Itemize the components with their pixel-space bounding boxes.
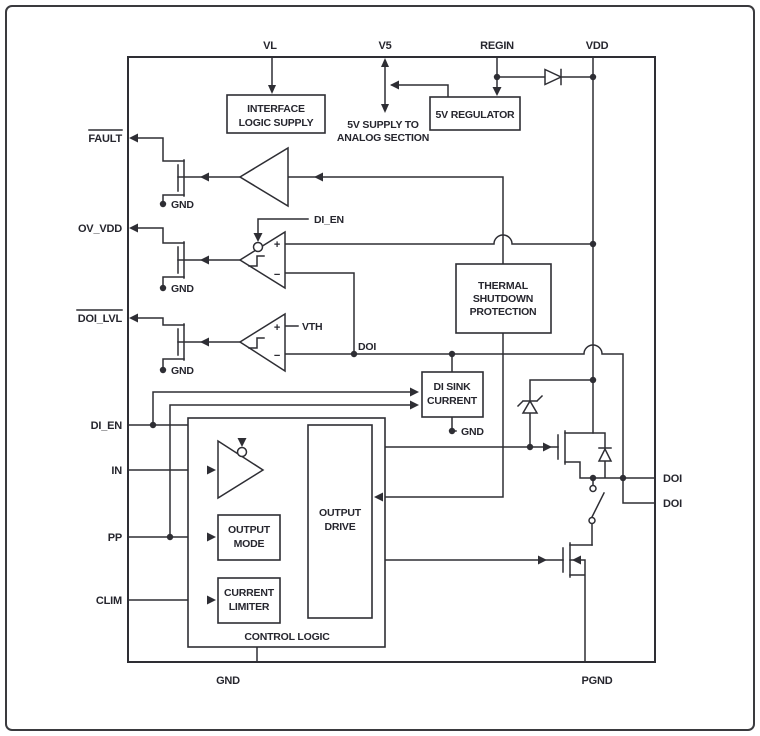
output-mode-label-1: OUTPUT bbox=[228, 524, 271, 536]
pin-label-fault: FAULT bbox=[88, 133, 122, 145]
di-sink-label-1: DI SINK bbox=[433, 381, 471, 393]
current-limiter-label-1: CURRENT bbox=[224, 587, 275, 599]
buffer-icon bbox=[238, 146, 289, 208]
mosfet-fault-icon bbox=[177, 159, 185, 197]
net-label-gnd-2: GND bbox=[171, 283, 194, 295]
di-sink-label-2: CURRENT bbox=[427, 395, 478, 407]
output-mode-label-2: MODE bbox=[234, 538, 265, 550]
doi-comp-plus: + bbox=[274, 322, 280, 334]
thermal-shutdown-block bbox=[455, 263, 552, 334]
ov-comp-minus: − bbox=[274, 269, 280, 281]
regulator-label: 5V REGULATOR bbox=[436, 109, 516, 121]
net-label-gnd-4: GND bbox=[461, 426, 484, 438]
mosfet-highside-icon bbox=[557, 430, 613, 465]
net-label-gnd-1: GND bbox=[171, 199, 194, 211]
thermal-label-2: SHUTDOWN bbox=[473, 293, 533, 305]
pin-label-doi-1: DOI bbox=[663, 473, 682, 485]
interface-logic-supply-block bbox=[226, 94, 326, 134]
interface-logic-supply-label-2: LOGIC SUPPLY bbox=[239, 117, 314, 129]
pin-label-v5: V5 bbox=[378, 40, 391, 52]
arrowheads bbox=[129, 58, 581, 605]
regulator-5v-block bbox=[429, 96, 521, 131]
diode-icon bbox=[544, 68, 563, 86]
pin-label-di-en: DI_EN bbox=[91, 420, 123, 432]
comparator-doi-icon bbox=[238, 312, 286, 373]
chip-boundary bbox=[127, 56, 656, 663]
doi-comp-minus: − bbox=[274, 350, 280, 362]
output-drive-label-1: OUTPUT bbox=[319, 507, 362, 519]
pin-label-regin: REGIN bbox=[480, 40, 514, 52]
net-label-doi: DOI bbox=[358, 341, 376, 353]
devices bbox=[177, 68, 613, 578]
pin-label-in: IN bbox=[111, 465, 122, 477]
control-logic-label: CONTROL LOGIC bbox=[244, 631, 330, 643]
switch-icon bbox=[588, 484, 597, 525]
net-label-di-en: DI_EN bbox=[314, 214, 344, 226]
current-limiter-block bbox=[217, 577, 281, 624]
wires bbox=[127, 56, 656, 663]
thermal-label-1: THERMAL bbox=[478, 280, 529, 292]
pin-label-pgnd: PGND bbox=[582, 675, 613, 687]
interface-logic-supply-label-1: INTERFACE bbox=[247, 103, 305, 115]
mosfet-lowside-icon bbox=[562, 542, 571, 578]
di-sink-current-block bbox=[421, 371, 484, 418]
v5-note-2: ANALOG SECTION bbox=[337, 132, 429, 144]
ov-comp-plus: + bbox=[274, 239, 280, 251]
tristate-buffer-icon bbox=[217, 439, 265, 500]
mosfet-ovvdd-icon bbox=[177, 241, 185, 279]
pin-label-doi-2: DOI bbox=[663, 498, 682, 510]
junction-dots bbox=[149, 73, 627, 541]
output-mode-block bbox=[217, 514, 281, 561]
pin-label-pp: PP bbox=[108, 532, 122, 544]
blocks bbox=[187, 94, 552, 648]
mosfet-doilvl-icon bbox=[177, 323, 185, 361]
pin-label-vl: VL bbox=[263, 40, 277, 52]
net-label-gnd-3: GND bbox=[171, 365, 194, 377]
pin-label-vdd: VDD bbox=[586, 40, 609, 52]
pin-label-gnd: GND bbox=[216, 675, 240, 687]
pin-label-doi-lvl: DOI_LVL bbox=[78, 313, 123, 325]
zener-diode-icon bbox=[516, 394, 544, 414]
output-drive-label-2: DRIVE bbox=[324, 521, 355, 533]
current-limiter-label-2: LIMITER bbox=[229, 601, 270, 613]
pin-label-ov-vdd: OV_VDD bbox=[78, 223, 122, 235]
output-drive-block bbox=[307, 424, 373, 619]
pin-label-clim: CLIM bbox=[96, 595, 122, 607]
net-label-vth: VTH bbox=[302, 321, 322, 333]
thermal-label-3: PROTECTION bbox=[470, 306, 537, 318]
v5-note-1: 5V SUPPLY TO bbox=[347, 119, 419, 131]
comparator-ov-icon bbox=[238, 230, 286, 290]
